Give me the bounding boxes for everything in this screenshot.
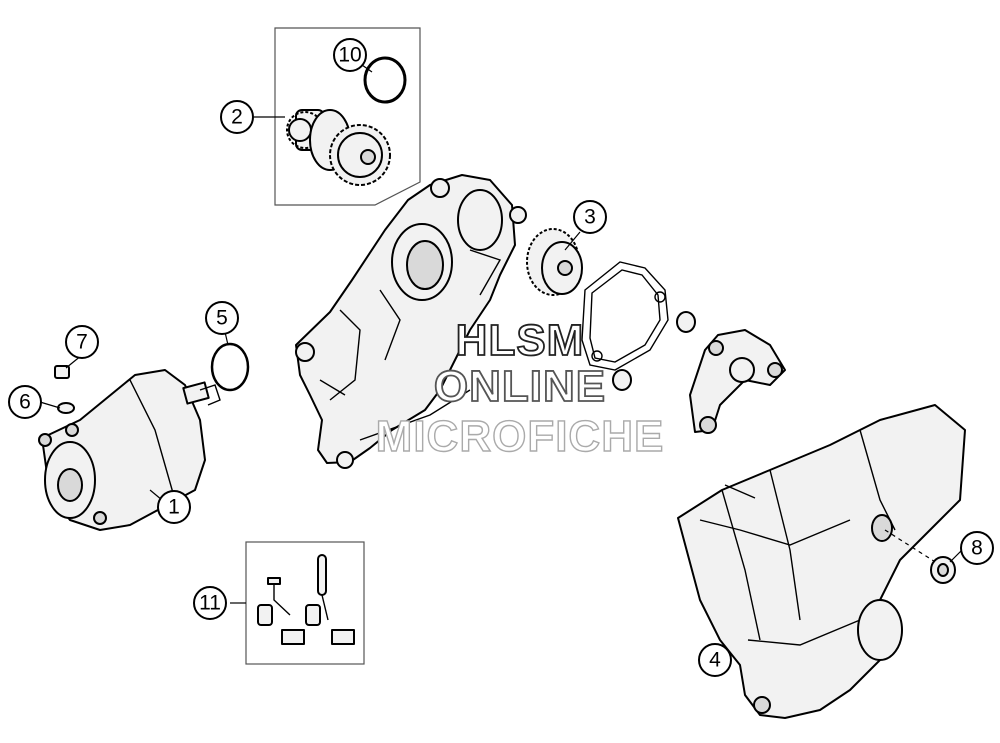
carbon-brush-group bbox=[245, 541, 365, 665]
callout-7: 7 bbox=[65, 325, 99, 359]
ignition-housing-icon bbox=[295, 174, 527, 469]
ignition-cover-icon bbox=[677, 404, 966, 719]
callout-3: 3 bbox=[573, 200, 607, 234]
idler-gear-group bbox=[274, 27, 421, 206]
callout-5: 5 bbox=[205, 301, 239, 335]
callout-4: 4 bbox=[698, 643, 732, 677]
callout-5-label: 5 bbox=[216, 307, 228, 330]
callout-1: 1 bbox=[157, 490, 191, 524]
callout-6: 6 bbox=[8, 385, 42, 419]
callout-11: 11 bbox=[193, 586, 227, 620]
callout-3-label: 3 bbox=[584, 206, 596, 229]
starter-o-ring-icon bbox=[210, 342, 250, 392]
callout-11-label: 11 bbox=[199, 592, 221, 615]
starter-idler-gear-icon bbox=[286, 109, 391, 186]
dowel-pin-icon bbox=[612, 311, 696, 391]
starter-motor-icon bbox=[38, 369, 221, 531]
callout-4-label: 4 bbox=[709, 649, 721, 672]
gasket-icon bbox=[581, 261, 669, 371]
callout-2: 2 bbox=[220, 100, 254, 134]
carbon-brush-icon bbox=[257, 554, 355, 645]
callout-6-label: 6 bbox=[19, 391, 31, 414]
callout-2-label: 2 bbox=[231, 106, 243, 129]
callout-10: 10 bbox=[333, 38, 367, 72]
washer-small-icon bbox=[57, 402, 75, 414]
intermediate-gear-icon bbox=[526, 228, 583, 296]
callout-10-label: 10 bbox=[338, 44, 361, 67]
terminal-nut-group bbox=[54, 365, 75, 414]
nut-icon bbox=[54, 365, 70, 379]
idler-gear-box bbox=[274, 27, 421, 206]
callout-7-label: 7 bbox=[76, 331, 88, 354]
callout-1-label: 1 bbox=[168, 496, 180, 519]
callout-8-label: 8 bbox=[971, 537, 983, 560]
carbon-brush-box bbox=[245, 541, 365, 665]
o-ring-icon bbox=[363, 56, 407, 104]
gear-cover-icon bbox=[689, 329, 786, 434]
washer-group bbox=[884, 529, 956, 584]
callout-8: 8 bbox=[960, 531, 994, 565]
